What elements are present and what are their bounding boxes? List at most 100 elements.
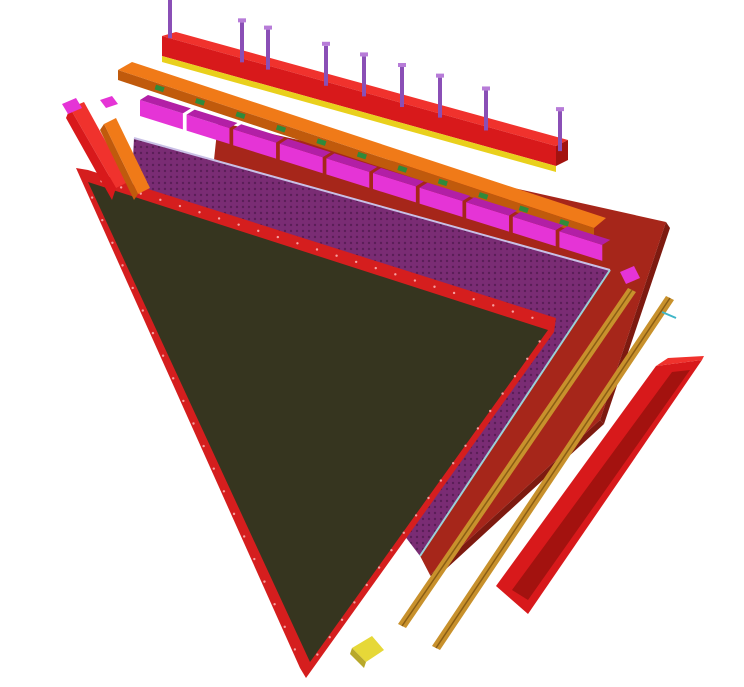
rivet xyxy=(257,229,260,233)
rivet xyxy=(276,235,280,239)
rivet xyxy=(315,248,319,251)
orange-rail xyxy=(118,62,606,238)
magenta-block xyxy=(279,143,323,174)
rivet xyxy=(121,264,124,267)
bolt xyxy=(362,56,366,97)
magenta-block xyxy=(373,173,416,203)
magenta-block-top xyxy=(233,124,285,143)
top-rail-yellow-strip xyxy=(162,56,556,172)
bolt xyxy=(266,29,270,70)
bolt-head xyxy=(482,86,490,91)
bolt xyxy=(324,45,328,86)
magenta-small-block xyxy=(620,266,640,284)
bolt xyxy=(484,90,488,131)
rivet xyxy=(237,223,240,226)
rivet xyxy=(452,291,456,295)
rivet xyxy=(222,490,226,493)
rivet xyxy=(354,260,358,264)
magenta-block-top xyxy=(140,95,191,114)
rivet xyxy=(131,286,134,290)
green-pad xyxy=(154,84,165,93)
green-pad xyxy=(397,165,408,173)
magenta-block xyxy=(140,100,183,130)
long-bar-2 xyxy=(432,296,677,650)
red-channel xyxy=(496,356,704,614)
rivet xyxy=(139,192,142,195)
magenta-block-top xyxy=(186,109,238,129)
magenta-block-top xyxy=(559,226,611,245)
rivet xyxy=(433,285,436,288)
rivet xyxy=(293,648,297,651)
green-pad xyxy=(356,151,367,160)
left-red-bar-side xyxy=(66,108,116,200)
magenta-block-top xyxy=(373,168,424,187)
rivet xyxy=(413,279,417,282)
rivet xyxy=(217,217,221,220)
rivet xyxy=(340,618,344,621)
rivet xyxy=(390,549,393,552)
green-pad xyxy=(478,192,489,200)
magenta-block xyxy=(326,158,370,188)
rivet xyxy=(232,512,236,516)
rivet xyxy=(513,375,517,378)
top-rail-front-face xyxy=(162,36,556,166)
magenta-block-top xyxy=(326,153,378,172)
green-pad xyxy=(235,111,246,120)
rivet xyxy=(335,254,338,257)
rivet xyxy=(263,580,266,583)
rivet xyxy=(464,444,467,447)
bolt xyxy=(400,67,404,108)
bolt xyxy=(168,0,172,39)
rivet xyxy=(427,496,430,500)
green-pad xyxy=(437,178,448,187)
magenta-block-top xyxy=(466,197,518,216)
connector-body xyxy=(352,636,384,662)
rivet xyxy=(452,462,455,465)
front-panel-face xyxy=(88,182,548,662)
bolt-head xyxy=(436,73,444,78)
rivet xyxy=(151,331,155,335)
bolt-head xyxy=(398,63,406,68)
magenta-block xyxy=(466,202,510,232)
bolt xyxy=(240,22,244,63)
magenta-block xyxy=(512,216,556,247)
rivet xyxy=(273,603,276,606)
rivet xyxy=(402,531,405,534)
left-orange-bar xyxy=(100,96,150,200)
green-pad-group xyxy=(154,84,570,227)
green-pad xyxy=(316,138,327,146)
bolt-head xyxy=(264,25,272,30)
rivet xyxy=(192,422,195,425)
rivet xyxy=(159,198,162,202)
bolt-head xyxy=(556,107,564,112)
rivet xyxy=(283,625,286,629)
red-channel-lip xyxy=(656,356,704,366)
green-pad xyxy=(194,98,206,106)
rivet xyxy=(374,266,377,270)
rivet xyxy=(101,218,104,222)
magenta-block-top xyxy=(512,211,564,231)
long-bar-2-tip xyxy=(661,311,677,319)
rivet xyxy=(141,309,145,312)
rivet xyxy=(182,399,185,403)
green-pad xyxy=(518,205,529,214)
bolt-head xyxy=(360,52,368,57)
rivet xyxy=(119,186,123,189)
rivet xyxy=(172,377,175,380)
rivet xyxy=(328,636,331,639)
rivet xyxy=(161,354,165,357)
left-red-cap xyxy=(62,98,82,114)
rivet xyxy=(111,241,114,244)
rivet xyxy=(253,557,256,561)
long-bar-1 xyxy=(398,288,636,628)
rivet xyxy=(90,196,94,199)
top-bolt-rail xyxy=(162,0,568,172)
rivet xyxy=(489,409,492,413)
rivet xyxy=(501,392,504,395)
magenta-block xyxy=(559,231,603,261)
bolt-group xyxy=(168,0,564,152)
magenta-block xyxy=(186,114,230,145)
green-pad xyxy=(275,124,287,133)
green-pad xyxy=(559,218,570,227)
magenta-block xyxy=(419,187,463,218)
